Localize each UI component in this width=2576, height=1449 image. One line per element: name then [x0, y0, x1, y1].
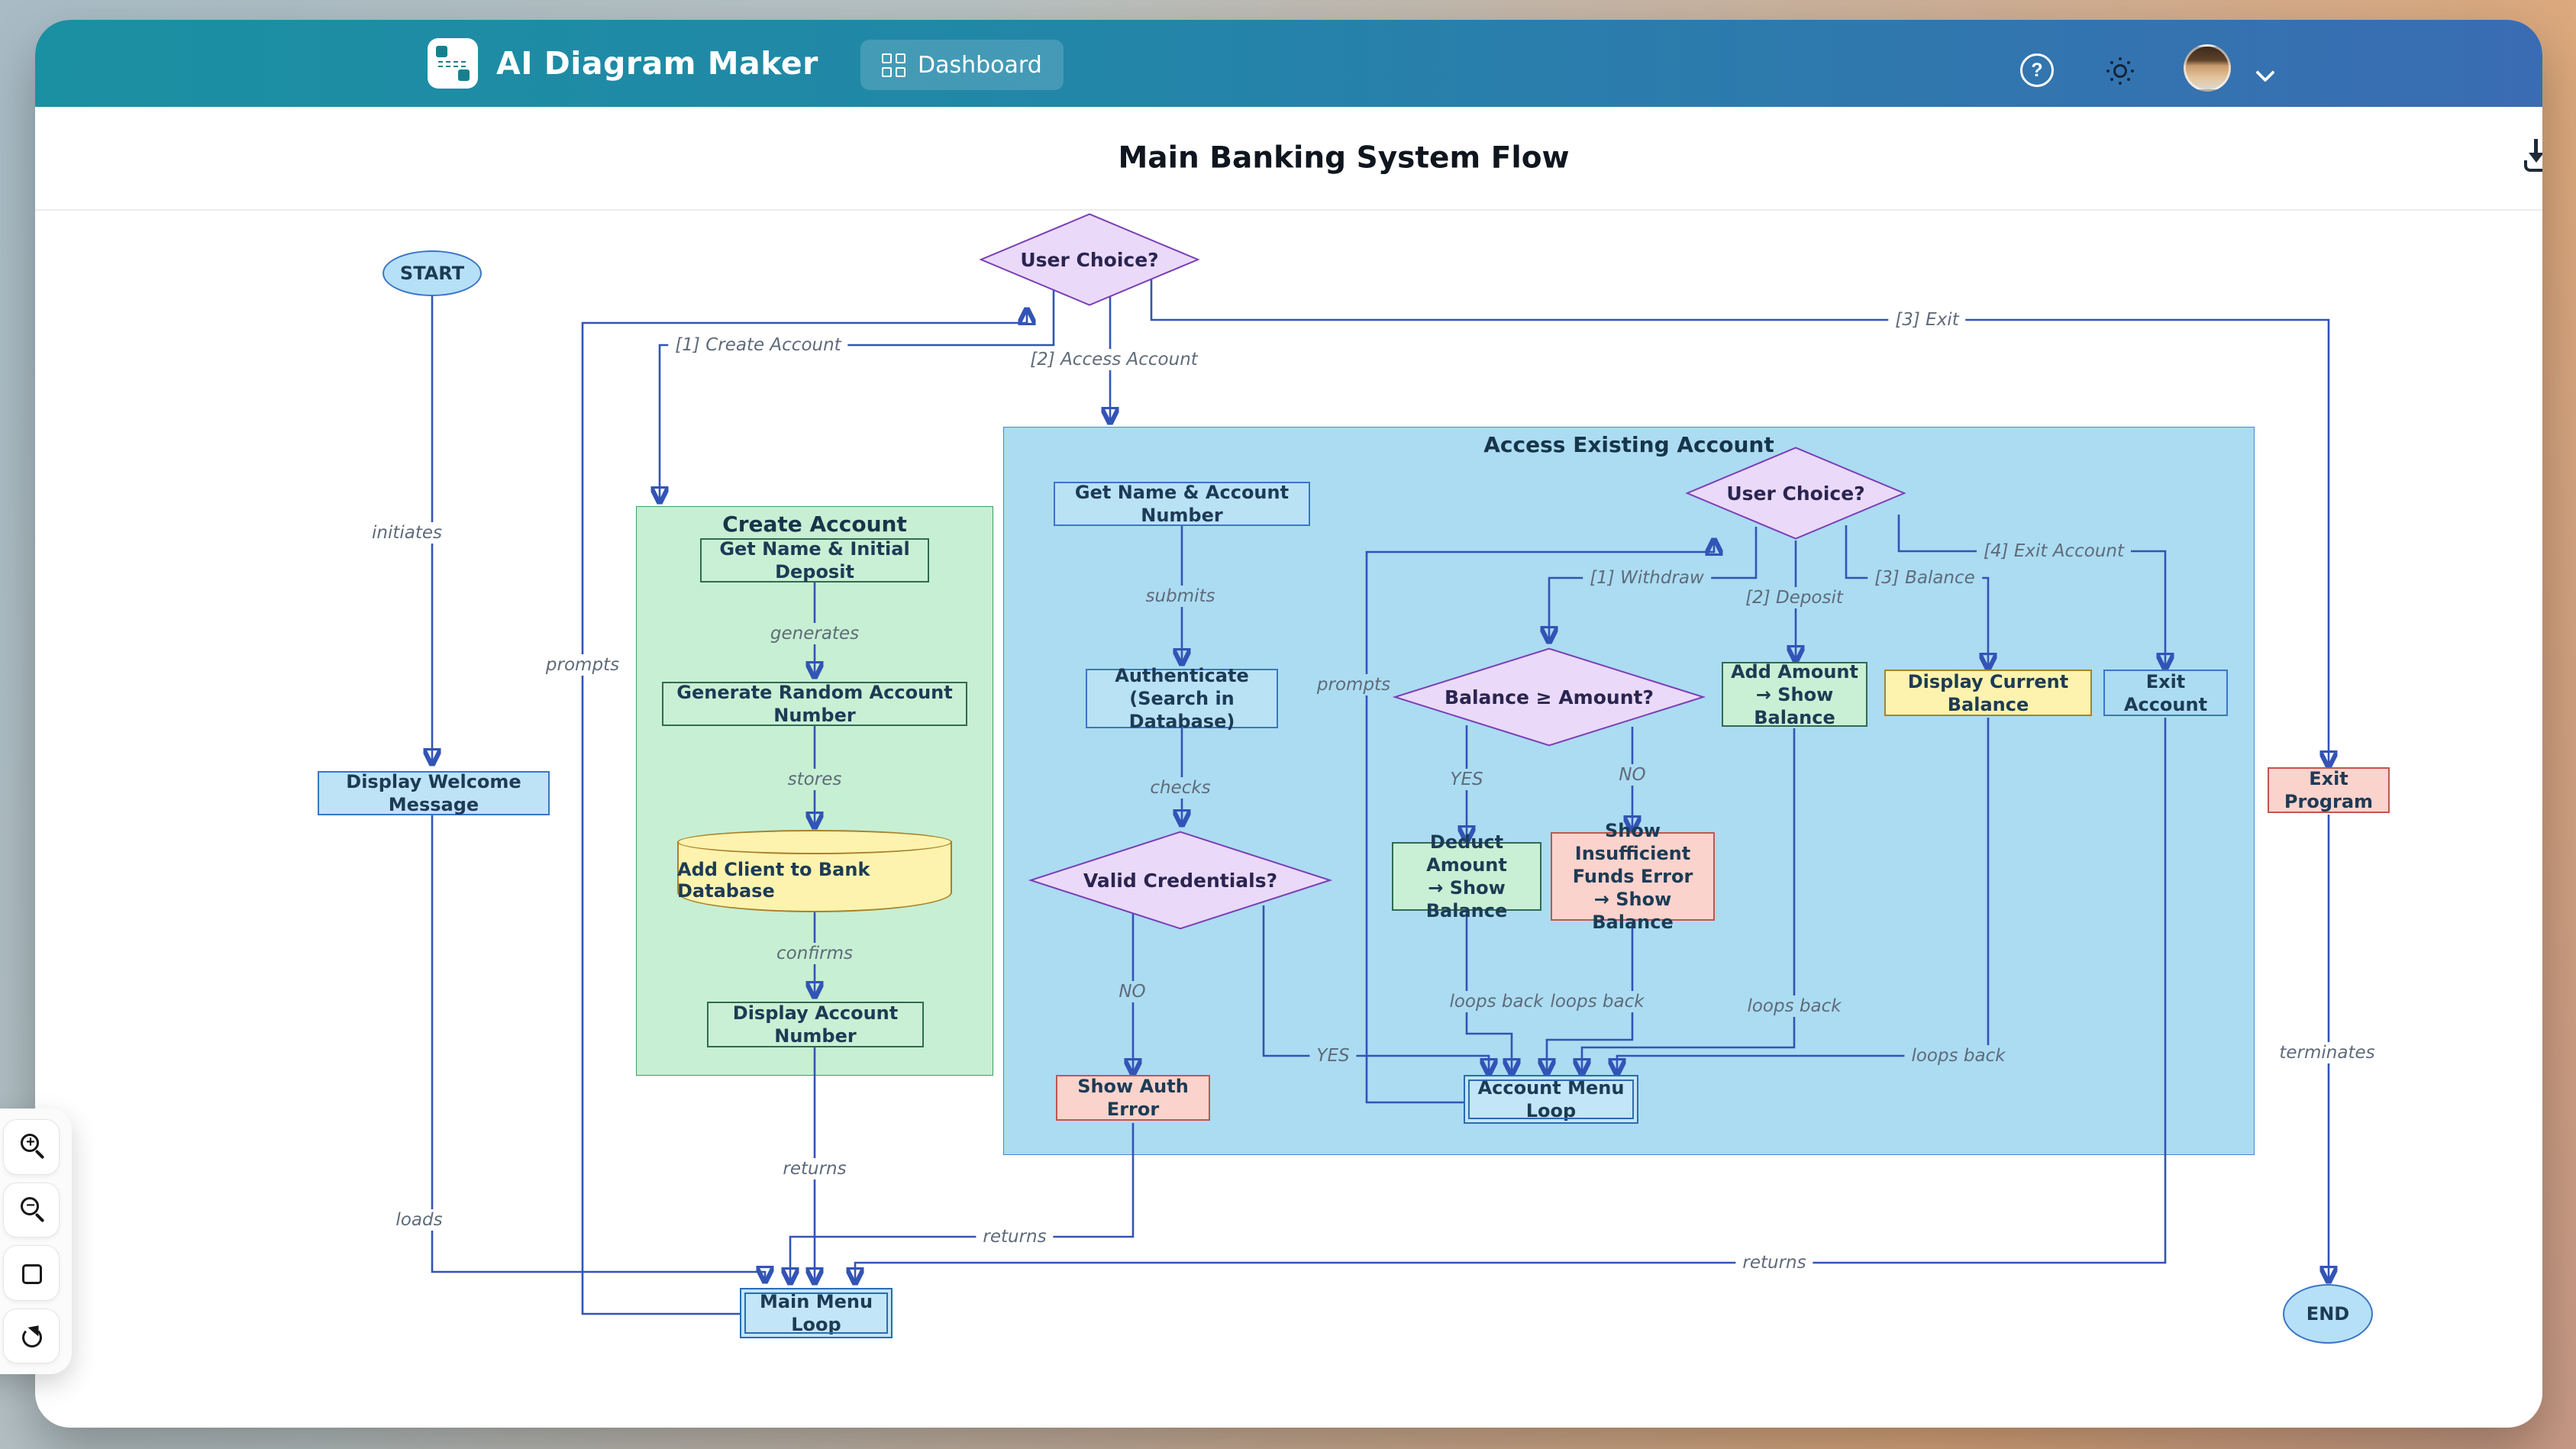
edge-label: NO — [1612, 764, 1653, 786]
zoom-in-icon — [21, 1134, 39, 1152]
edge-label: prompts — [538, 654, 627, 676]
chevron-down-icon[interactable] — [2257, 66, 2274, 82]
edge-returns-auth — [790, 1123, 1135, 1283]
node-get-name-deposit[interactable]: Get Name & Initial Deposit — [700, 538, 929, 583]
edge-label: checks — [1143, 777, 1218, 799]
app-window: AI Diagram Maker Dashboard Main Banking … — [35, 20, 2542, 1428]
zoom-in-button[interactable] — [3, 1119, 60, 1175]
node-get-name-account[interactable]: Get Name & Account Number — [1054, 482, 1310, 526]
app-title: AI Diagram Maker — [496, 45, 818, 82]
edge-label: YES — [1443, 769, 1490, 790]
app-header: AI Diagram Maker Dashboard — [35, 20, 2542, 107]
edge-label: [2] Deposit — [1738, 587, 1850, 608]
subgraph-create-label: Create Account — [722, 512, 907, 537]
edge-loops-addamount — [1582, 728, 1796, 1073]
node-user-choice-account[interactable]: User Choice? — [1685, 446, 1906, 541]
node-insufficient-funds[interactable]: Show Insufficient Funds Error → Show Bal… — [1551, 820, 1715, 933]
edge-loops-insufficient — [1547, 922, 1634, 1073]
edge-label: initiates — [364, 522, 450, 544]
node-start[interactable]: START — [383, 250, 482, 296]
theme-toggle-button[interactable] — [2103, 53, 2138, 89]
node-exit-account[interactable]: Exit Account — [2103, 670, 2228, 716]
edge-label: [1] Withdraw — [1583, 567, 1711, 589]
node-display-account[interactable]: Display Account Number — [707, 1002, 924, 1047]
edge-label: loops back — [1740, 996, 1848, 1017]
fit-view-button[interactable] — [3, 1245, 60, 1301]
node-add-amount[interactable]: Add Amount → Show Balance — [1722, 661, 1867, 728]
edge-label: submits — [1138, 586, 1222, 607]
diagram-canvas[interactable]: Create Account Access Existing Account — [35, 211, 2542, 1426]
avatar[interactable] — [2184, 44, 2231, 92]
edge-label: NO — [1112, 981, 1153, 1002]
edge-label: loads — [389, 1209, 450, 1231]
canvas-zoom-toolbar — [0, 1109, 72, 1374]
edge-label: [2] Access Account — [1023, 349, 1205, 370]
subgraph-access-label: Access Existing Account — [1483, 432, 1774, 457]
node-end[interactable]: END — [2283, 1284, 2373, 1344]
edge-label: returns — [976, 1226, 1054, 1247]
edge-opt-create — [660, 276, 1055, 502]
node-add-client-db[interactable]: Add Client to Bank Database — [677, 830, 952, 912]
fit-view-icon — [22, 1264, 42, 1284]
edge-opt-exit-account — [1897, 515, 2165, 668]
edge-loops-deduct — [1465, 912, 1512, 1073]
edge-label: returns — [776, 1158, 854, 1180]
edge-label: terminates — [2272, 1042, 2382, 1063]
node-display-balance[interactable]: Display Current Balance — [1884, 670, 2092, 716]
node-account-menu-loop[interactable]: Account Menu Loop — [1464, 1075, 1638, 1124]
sun-icon — [2103, 53, 2138, 89]
dashboard-button[interactable]: Dashboard — [860, 40, 1064, 90]
edge-label: [3] Balance — [1867, 567, 1982, 589]
edge-returns-exit — [855, 718, 2167, 1283]
edge-label: loops back — [1543, 991, 1651, 1012]
node-deduct-amount[interactable]: Deduct Amount → Show Balance — [1392, 831, 1541, 921]
node-valid-credentials[interactable]: Valid Credentials? — [1028, 830, 1333, 931]
help-icon[interactable] — [2020, 53, 2054, 87]
edge-yes-auth — [1262, 905, 1489, 1073]
edge-welcome-mainloop — [431, 815, 765, 1281]
app-logo-icon — [428, 38, 478, 89]
edge-label: confirms — [770, 943, 860, 964]
reset-view-button[interactable] — [3, 1308, 60, 1363]
node-display-welcome[interactable]: Display Welcome Message — [318, 771, 550, 815]
edge-label: YES — [1309, 1045, 1357, 1067]
edge-label: loops back — [1904, 1045, 2013, 1067]
node-authenticate[interactable]: Authenticate (Search in Database) — [1086, 665, 1278, 732]
edge-label: [3] Exit — [1888, 309, 1966, 331]
edge-opt-exit — [1150, 275, 2329, 766]
edge-label: [4] Exit Account — [1976, 541, 2132, 562]
edge-opt-balance — [1845, 525, 1988, 668]
grid-icon — [882, 53, 905, 77]
edge-layer — [35, 275, 2542, 1315]
page-title: Main Banking System Flow — [1118, 140, 1570, 176]
edge-label: generates — [763, 623, 867, 644]
diagram-title-bar: Main Banking System Flow — [35, 107, 2542, 211]
node-generate-account[interactable]: Generate Random Account Number — [662, 682, 967, 726]
node-balance-check[interactable]: Balance ≥ Amount? — [1392, 647, 1706, 747]
reset-view-icon — [22, 1327, 42, 1347]
edge-label: stores — [780, 769, 849, 790]
node-user-choice-main[interactable]: User Choice? — [979, 212, 1200, 307]
dashboard-label: Dashboard — [918, 51, 1042, 79]
edge-mainloop-userchoice — [581, 310, 1027, 1315]
node-show-auth-error[interactable]: Show Auth Error — [1056, 1075, 1210, 1121]
edge-label: loops back — [1442, 991, 1551, 1012]
edge-prompts-account — [1365, 541, 1714, 1104]
zoom-out-icon — [21, 1196, 39, 1215]
edge-loops-balance — [1617, 718, 1990, 1073]
download-icon[interactable] — [2518, 137, 2542, 180]
edge-label: returns — [1735, 1252, 1813, 1273]
zoom-out-button[interactable] — [3, 1182, 60, 1238]
node-exit-program[interactable]: Exit Program — [2268, 767, 2390, 813]
edge-label: prompts — [1309, 674, 1398, 695]
node-main-menu-loop[interactable]: Main Menu Loop — [740, 1288, 893, 1338]
edge-label: [1] Create Account — [668, 334, 848, 356]
